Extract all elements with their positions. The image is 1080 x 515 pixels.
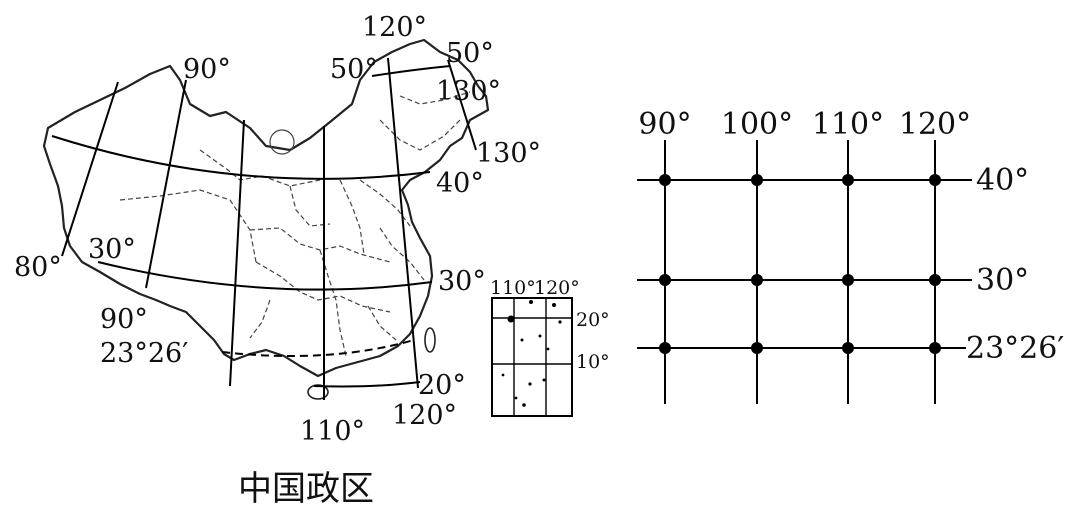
label-lat-30-right: 30° (438, 266, 486, 297)
label-lat-30-left: 30° (88, 234, 136, 265)
meridian-100 (229, 119, 245, 387)
meridian-120 (387, 57, 419, 389)
grid-point (929, 274, 941, 286)
grid-lat-label-0: 40° (976, 163, 1029, 198)
grid-point (929, 342, 941, 354)
label-lat-40: 40° (436, 168, 484, 199)
map-caption: 中国政区 (238, 469, 374, 509)
grid-point (659, 274, 671, 286)
parallel-30 (97, 261, 433, 291)
label-lat-50-left: 50° (330, 54, 378, 85)
inset-label-lon-120: 120° (534, 277, 580, 299)
south-china-sea-inset: 110° 120° 20° 10° (490, 277, 610, 417)
grid-lon-label-2: 110° (812, 107, 884, 142)
hainan-island (307, 384, 329, 400)
grid-lat-label-2: 23°26′ (966, 331, 1064, 366)
grid-point (842, 274, 854, 286)
inset-islands (501, 300, 562, 407)
label-lon-130-b: 130° (476, 138, 541, 169)
map-labels: 120° 50° 50° 90° 130° 130° 40° 80° 30° 3… (14, 12, 541, 447)
inset-labels: 110° 120° 20° 10° (490, 277, 610, 373)
china-outline (42, 38, 490, 378)
lat-lon-grid: 90° 100° 110° 120°40° 30° 23°26′ (637, 107, 1064, 404)
label-lon-120-top: 120° (362, 12, 427, 43)
parallel-40 (51, 135, 431, 180)
map-meridians (61, 57, 477, 400)
inset-label-lat-20: 20° (576, 309, 610, 331)
grid-lat-label-1: 30° (976, 263, 1029, 298)
province-boundaries (119, 91, 471, 357)
label-lon-120-bottom: 120° (392, 400, 457, 431)
grid-point (842, 342, 854, 354)
label-lat-tropic: 23°26′ (100, 338, 188, 369)
grid-lon-label-0: 90° (638, 107, 691, 142)
inset-label-lat-10: 10° (576, 351, 610, 373)
grid-point (751, 174, 763, 186)
inset-label-lon-110: 110° (490, 277, 536, 299)
label-lon-90-top: 90° (183, 54, 231, 85)
meridian-80 (61, 81, 119, 257)
taiwan-island (424, 327, 436, 353)
china-map: 120° 50° 50° 90° 130° 130° 40° 80° 30° 3… (14, 12, 541, 509)
inset-frame (491, 297, 573, 417)
parallel-tropic (221, 339, 415, 357)
label-lat-50-right: 50° (446, 38, 494, 69)
beijing-region (269, 129, 295, 155)
meridian-130 (447, 59, 477, 151)
grid-point (751, 342, 763, 354)
meridian-90 (145, 79, 187, 289)
parallel-20 (313, 381, 421, 388)
label-lon-80: 80° (14, 252, 62, 283)
label-lat-20: 20° (418, 370, 466, 401)
grid-point (842, 174, 854, 186)
grid-point (751, 274, 763, 286)
label-lon-110-bottom: 110° (300, 416, 365, 447)
parallel-50 (371, 65, 451, 77)
grid-point (659, 342, 671, 354)
grid-lon-label-1: 100° (721, 107, 793, 142)
label-lon-130-a: 130° (436, 76, 501, 107)
label-lon-90-bottom: 90° (100, 304, 148, 335)
grid-point (929, 174, 941, 186)
grid-lon-label-3: 120° (899, 107, 971, 142)
map-parallels (51, 65, 451, 388)
grid-point (659, 174, 671, 186)
